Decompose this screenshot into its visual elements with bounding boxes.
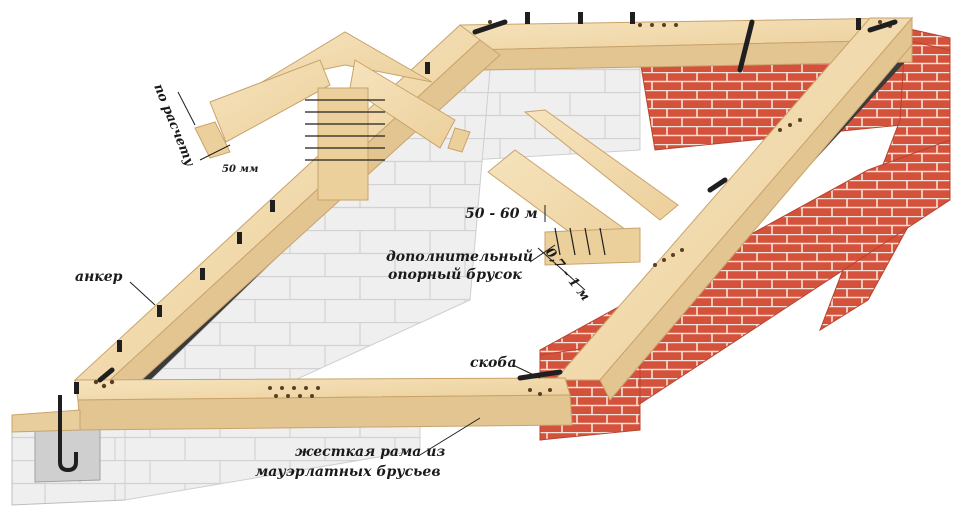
label-frame-line2: мауэрлатных брусьев xyxy=(255,464,441,480)
label-support-line2: опорный брусок xyxy=(388,266,522,283)
label-by-calculation: по расчету xyxy=(150,82,197,170)
anchor-bolt-icon xyxy=(74,12,861,394)
staple-icon xyxy=(97,19,898,383)
anchor-rod-section xyxy=(58,395,78,473)
rafter-assembly xyxy=(194,31,471,201)
label-gap-dimension: 50 мм xyxy=(222,164,258,175)
wall-plate-frame xyxy=(11,16,914,433)
bolt-holes xyxy=(93,20,892,398)
label-anchor: анкер xyxy=(75,269,123,285)
support-block xyxy=(487,109,679,266)
label-frame-line1: жесткая рама из xyxy=(295,444,445,460)
leader-lines xyxy=(129,91,586,456)
label-height-dimension: 50 - 60 м xyxy=(465,206,538,222)
label-staple: скоба xyxy=(470,355,517,371)
label-support-line1: дополнительный xyxy=(386,248,533,265)
